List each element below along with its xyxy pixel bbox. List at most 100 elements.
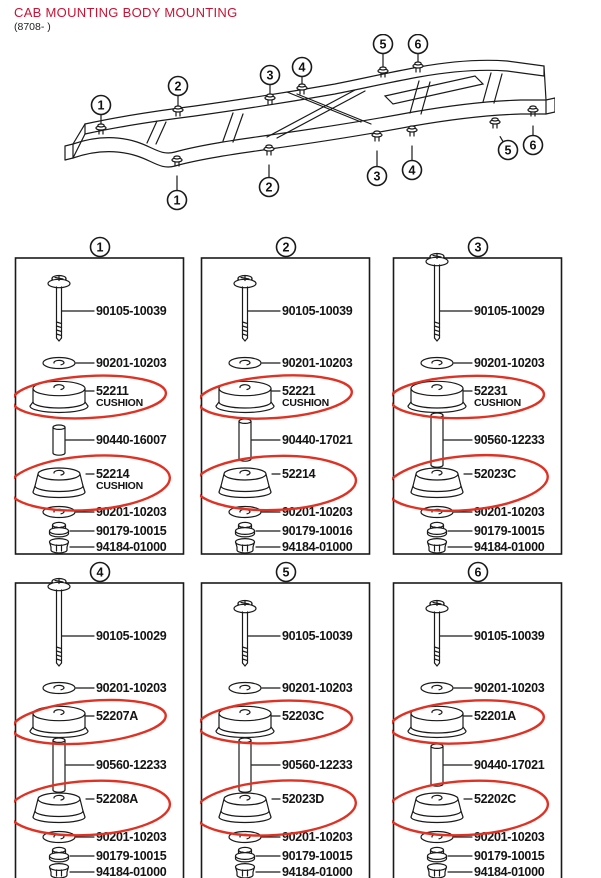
mount-bolt-icon: [371, 130, 383, 142]
svg-text:90201-10203: 90201-10203: [474, 830, 545, 844]
box-border: [392, 582, 563, 878]
page-title: CAB MOUNTING BODY MOUNTING: [14, 5, 238, 20]
svg-text:4: 4: [409, 164, 416, 178]
frame-callout-bottom-3: 3: [366, 130, 388, 187]
red-circle-annotation: [14, 374, 168, 420]
svg-text:90179-10015: 90179-10015: [96, 849, 167, 863]
svg-text:90201-10203: 90201-10203: [474, 681, 545, 695]
svg-text:52214: 52214: [282, 467, 316, 481]
frame-callout-top-2: 2: [167, 75, 189, 117]
red-circle-annotation: [200, 699, 354, 745]
svg-text:2: 2: [283, 241, 290, 255]
frame-callout-top-3: 3: [259, 64, 281, 105]
svg-text:90201-10203: 90201-10203: [474, 505, 545, 519]
cushion-icon: [215, 705, 275, 739]
svg-text:90179-10015: 90179-10015: [474, 849, 545, 863]
svg-text:90201-10203: 90201-10203: [96, 505, 167, 519]
red-circle-annotation: [392, 374, 546, 420]
svg-text:6: 6: [415, 38, 422, 52]
spacer-collar-icon: [52, 737, 66, 793]
washer-icon: [42, 681, 76, 695]
red-circle-annotation: [392, 699, 546, 745]
part-box-wrap-5: 5 90105-10039 90201-10203 52203C 90560-1…: [200, 559, 372, 878]
frame-callout-bottom-6: 6: [522, 105, 544, 156]
svg-text:CUSHION: CUSHION: [282, 397, 329, 409]
svg-text:1: 1: [98, 99, 105, 113]
svg-text:52208A: 52208A: [96, 792, 138, 806]
bolt-icon: [47, 274, 71, 342]
callout-5: 5: [275, 561, 297, 583]
bolt-icon: [233, 274, 257, 342]
spacer-collar-icon: [238, 737, 252, 793]
frame-callout-top-5: 5: [372, 34, 394, 78]
bolt-icon: [425, 252, 449, 342]
spacer-collar-icon: [52, 424, 66, 456]
svg-text:1: 1: [174, 194, 181, 208]
mount-bolt-icon: [377, 66, 389, 78]
svg-text:90105-10039: 90105-10039: [474, 629, 545, 643]
svg-text:90201-10203: 90201-10203: [474, 356, 545, 370]
spacer-collar-icon: [238, 418, 252, 462]
red-circle-annotation: [14, 698, 167, 746]
nut-icon: [48, 521, 70, 538]
cushion-icon: [218, 792, 272, 824]
part-box-5: 5 90105-10039 90201-10203 52203C 90560-1…: [200, 561, 371, 878]
svg-text:90179-10016: 90179-10016: [282, 524, 353, 538]
svg-text:52231: 52231: [474, 384, 508, 398]
svg-text:90560-12233: 90560-12233: [282, 758, 353, 772]
cushion-icon: [32, 792, 86, 824]
nut-icon: [234, 521, 256, 538]
svg-text:90201-10203: 90201-10203: [282, 505, 353, 519]
svg-text:52214: 52214: [96, 467, 130, 481]
svg-text:90440-17021: 90440-17021: [474, 758, 545, 772]
mount-bolt-icon: [95, 123, 107, 135]
mount-bolt-icon: [527, 105, 539, 117]
svg-text:52203C: 52203C: [282, 709, 324, 723]
svg-text:52207A: 52207A: [96, 709, 138, 723]
cap-nut-icon: [426, 863, 448, 878]
svg-text:3: 3: [374, 170, 381, 184]
mount-bolt-icon: [264, 93, 276, 105]
svg-text:52211: 52211: [96, 384, 129, 398]
frame-callout-bottom-1: 1: [166, 155, 188, 211]
svg-text:90105-10039: 90105-10039: [96, 304, 167, 318]
nut-icon: [426, 846, 448, 863]
frame-callout-bottom-5: 5: [489, 117, 519, 161]
red-circle-annotation: [392, 453, 549, 513]
svg-text:CUSHION: CUSHION: [474, 397, 521, 409]
callout-1: 1: [89, 236, 111, 258]
part-box-wrap-4: 4 90105-10029 90201-10203 52207A 90560-1…: [14, 559, 186, 878]
mount-bolt-icon: [263, 144, 275, 156]
svg-text:90560-12233: 90560-12233: [474, 433, 545, 447]
washer-icon: [42, 356, 76, 370]
svg-text:CUSHION: CUSHION: [96, 397, 143, 409]
svg-text:52221: 52221: [282, 384, 316, 398]
svg-text:4: 4: [299, 61, 306, 75]
svg-text:90201-10203: 90201-10203: [282, 356, 353, 370]
frame-callout-bottom-2: 2: [258, 144, 280, 198]
nut-icon: [426, 521, 448, 538]
cushion-icon: [407, 705, 467, 739]
mount-bolt-icon: [412, 61, 424, 73]
svg-text:94184-01000: 94184-01000: [96, 865, 167, 878]
mount-bolt-icon: [296, 83, 308, 95]
bolt-icon: [233, 599, 257, 667]
callout-2: 2: [275, 236, 297, 258]
cushion-icon: [215, 380, 275, 414]
svg-text:5: 5: [505, 144, 512, 158]
svg-text:90105-10039: 90105-10039: [282, 629, 353, 643]
svg-text:90179-10015: 90179-10015: [96, 524, 167, 538]
red-circle-annotation: [200, 374, 354, 420]
cushion-icon: [410, 792, 464, 824]
svg-text:3: 3: [267, 69, 274, 83]
frame-callout-top-4: 4: [291, 56, 313, 95]
svg-text:90179-10015: 90179-10015: [282, 849, 353, 863]
svg-text:4: 4: [97, 566, 104, 580]
